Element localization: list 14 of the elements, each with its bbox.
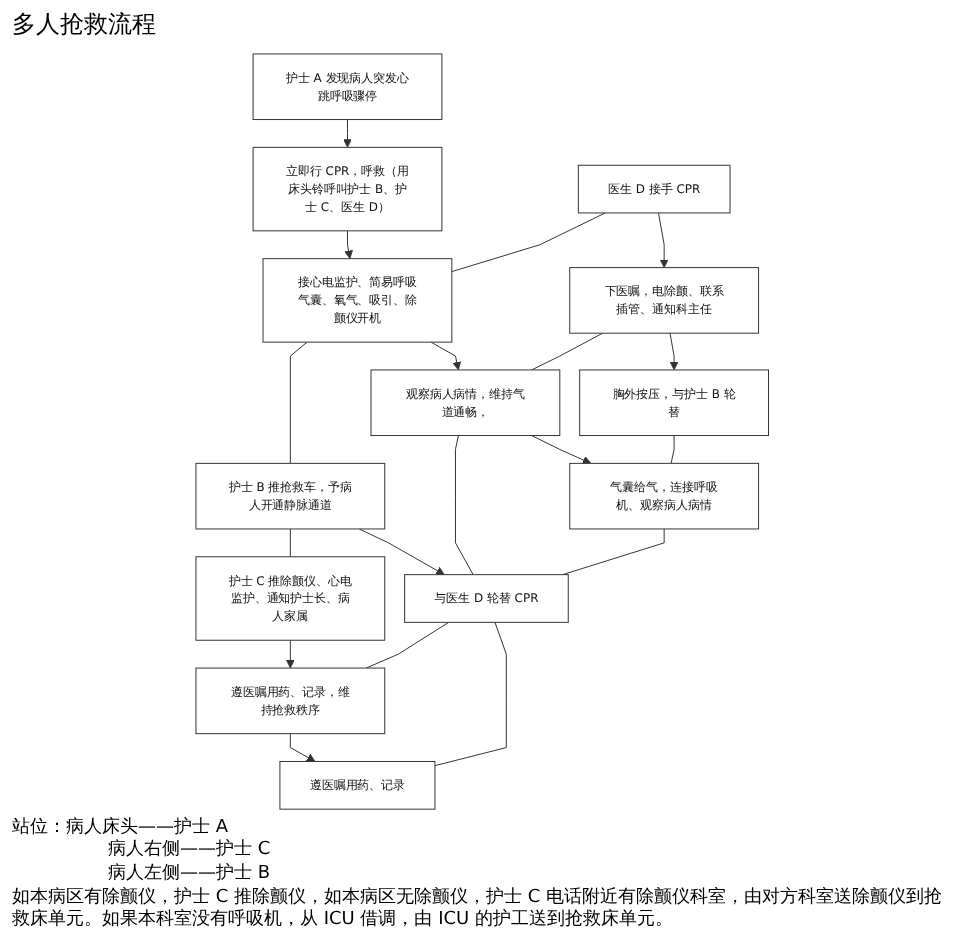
connector <box>289 341 308 464</box>
position-note: 病人左侧——护士 B <box>106 863 273 887</box>
connector <box>289 528 291 558</box>
position-note: 病人右侧——护士 C <box>106 840 273 863</box>
connector <box>434 621 507 767</box>
connector <box>561 528 665 576</box>
connector <box>365 621 449 669</box>
connector <box>454 435 474 576</box>
diagram-title: 多人抢救流程 <box>12 8 158 42</box>
connector <box>530 332 603 371</box>
connector <box>451 212 606 273</box>
position-note: 站位：病人床头——护士 A <box>12 817 231 839</box>
connector <box>670 435 675 464</box>
note-text: 如本病区有除颤仪，护士 C 推除颤仪，如本病区无除颤仪，护士 C 电话附近有除颤仪科室，由对方科室送除颤仪到抢救床单元。如果本科室没有呼吸机，从 ICU 借调，由 ICU 的护工送到抢救床单元。 <box>12 887 945 934</box>
